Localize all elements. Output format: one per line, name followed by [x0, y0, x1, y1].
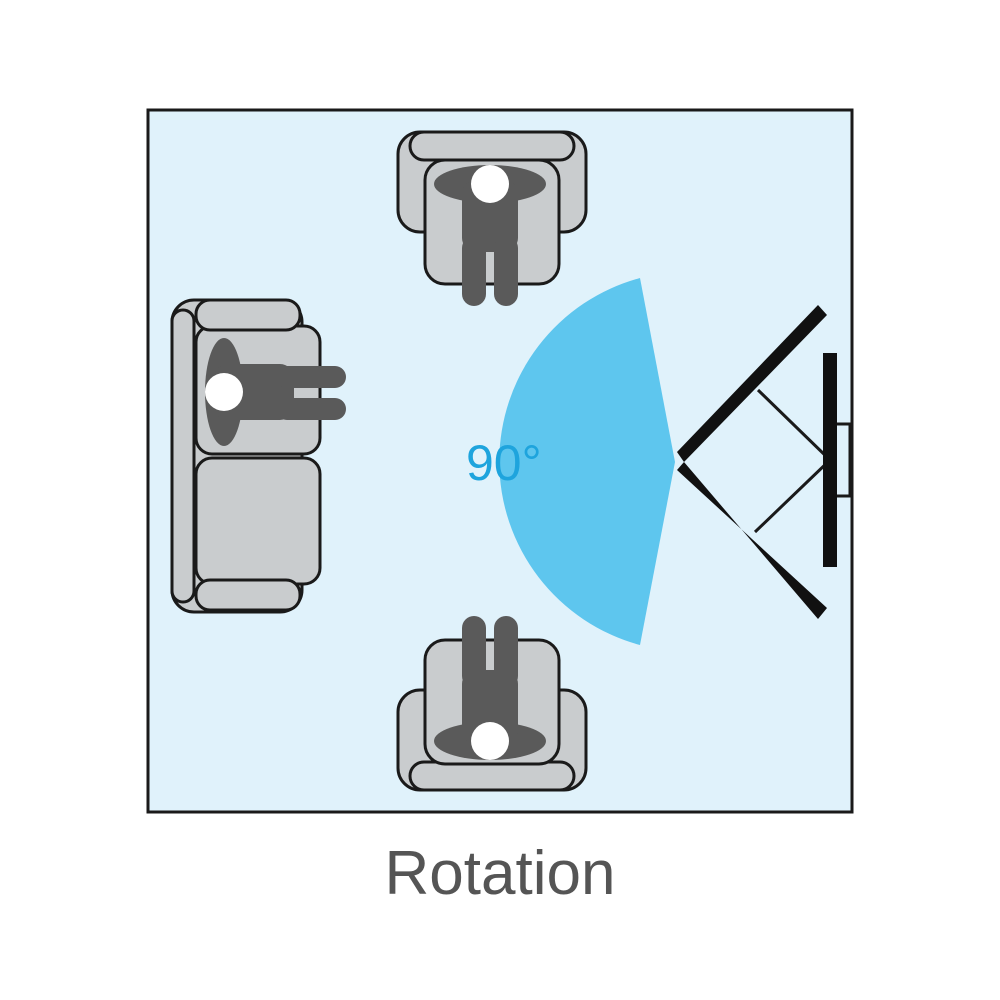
- wall-mount-panel: [823, 353, 837, 567]
- sofa-left: [170, 298, 346, 614]
- person-icon: [434, 616, 546, 760]
- person-head: [471, 722, 509, 760]
- armchair-icon: [396, 130, 588, 286]
- sofa-icon: [170, 298, 322, 614]
- rotation-wedge-icon: [499, 278, 675, 645]
- person-head: [471, 165, 509, 203]
- diagram-caption: Rotation: [384, 839, 616, 908]
- swivel-arm-bottom: [677, 462, 827, 619]
- armchair-bottom: [396, 616, 588, 792]
- tv-mount: [677, 305, 852, 619]
- person-icon: [434, 165, 546, 306]
- person-head: [205, 373, 243, 411]
- angle-label: 90°: [466, 435, 542, 491]
- person-icon: [205, 338, 346, 446]
- swivel-arm-top: [677, 305, 827, 462]
- armchair-top: [396, 130, 588, 306]
